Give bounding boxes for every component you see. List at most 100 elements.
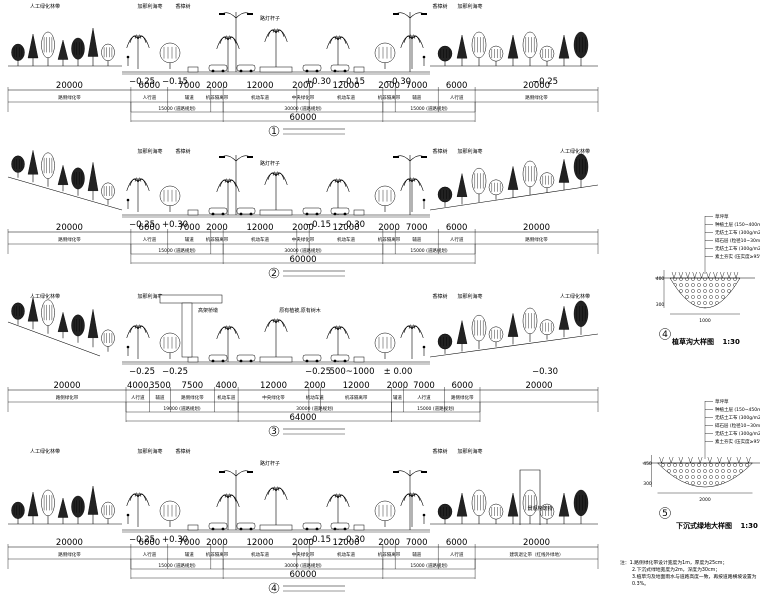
tree-crown [87,309,99,338]
palm-frond [334,178,339,184]
lamp-head [393,156,399,158]
zone-label: 路侧绿化带 [58,551,81,558]
zone-label: 路侧绿化带 [525,94,548,101]
median-strip [187,209,199,216]
elevation-mark: −0.25 [532,77,558,87]
palm-frond [219,326,229,334]
median-strip [187,524,199,531]
vehicle-wheel [305,527,309,531]
median-strip [353,209,365,216]
label-palm-left: 加那利海枣 [137,3,162,10]
tree-crown [437,333,453,350]
palm-frond [337,37,350,50]
grass-blade [690,456,693,464]
palm-frond [227,36,237,44]
dim-value: 7000 [406,223,428,233]
median-strip [259,524,293,531]
palm-frond [264,30,277,43]
palm-frond [137,494,150,507]
palm-frond [337,494,347,502]
lamp-head [393,13,399,15]
layer-label: 碎石层 (粒径10~30mm) 压实系数0.97 [715,422,760,429]
label-palm-left: 加那利海枣 [137,148,162,155]
tree-crown [27,33,39,59]
zone-label: 机非隔离带 [378,236,401,243]
detail-5-scale: 1:30 [740,522,758,530]
zone-label: 机动车道 [306,394,324,401]
zone-label: 辅道 [393,394,402,401]
label-palm-left: 加那利海枣 [137,448,162,455]
tree-crown [522,160,538,188]
tree-crown [507,166,519,190]
palm-frond [227,495,240,508]
zone-label: 建筑退让带（红线外绿地） [510,551,564,558]
vehicle-wheel [343,69,347,73]
lamp-head [421,13,427,15]
dim-height-b: 300 [656,302,665,308]
palm-frond [411,178,421,186]
dim-value: 20000 [523,81,550,91]
vehicle-wheel [315,212,319,216]
grass-blade [687,271,690,279]
building-outline [519,469,541,525]
vehicle [330,207,350,215]
grass-blade [680,271,684,279]
grass-blade [717,456,720,464]
tree-crown [71,167,85,190]
zone-label: 机动车道 [251,94,269,101]
palm-frond [126,326,139,339]
vehicle [302,522,322,530]
vehicle [208,522,228,530]
lamp-head [393,471,399,473]
palm-frond [227,179,237,187]
palm-frond [227,325,232,331]
palm-frond [411,36,424,49]
tree-crown [101,43,115,61]
dim-value: 2000 [378,223,400,233]
grass-blade [748,456,751,464]
tree-crown [558,492,570,517]
pedestrian-head [126,345,130,349]
palm-frond [329,36,339,44]
vehicle-wheel [239,359,243,363]
zone-label: 中央绿化带 [292,94,315,101]
subdim-value: 15000 (道路规划) [158,562,196,569]
palm-frond [224,493,229,499]
trench-section [656,462,754,488]
palm-frond [403,493,413,501]
section-number-circle [268,267,280,279]
palm-frond [137,36,150,49]
palm-frond [227,178,232,184]
palm-frond [275,172,285,180]
palm-frond [267,319,277,327]
palm-frond [334,325,339,331]
zone-label: 机动车道 [217,394,235,401]
tree-crown [159,332,181,354]
tree-crown [488,179,504,196]
palm-frond [219,36,229,44]
palm-frond [272,486,277,492]
tree-crown [437,45,453,62]
palm-frond [264,320,277,333]
dim-value: 6000 [451,381,473,391]
label-shrub-left: 香樟树 [175,448,190,455]
tree-crown [41,152,55,179]
pedestrian-head [422,513,426,517]
zone-label: 机动车道 [251,236,269,243]
tree-crown [488,45,504,62]
label-shrub-right: 香樟树 [432,293,447,300]
detail-5-title-text: 下沉式绿地大样图 [676,522,732,530]
vehicle-wheel [211,359,215,363]
label-right-trees: 人工绿化林带 [560,148,590,155]
palm-frond [137,35,147,43]
palm-frond [216,180,229,193]
palm-frond [216,327,229,340]
elevation-mark: −0.30 [385,77,411,87]
lamp-head [247,156,253,158]
vehicle-wheel [249,359,253,363]
vehicle [302,354,322,362]
layer-label: 草坪草 [715,213,729,220]
zone-label: 机非隔离带 [206,551,229,558]
median-strip [187,66,199,73]
zone-label: 人行道 [417,394,431,401]
